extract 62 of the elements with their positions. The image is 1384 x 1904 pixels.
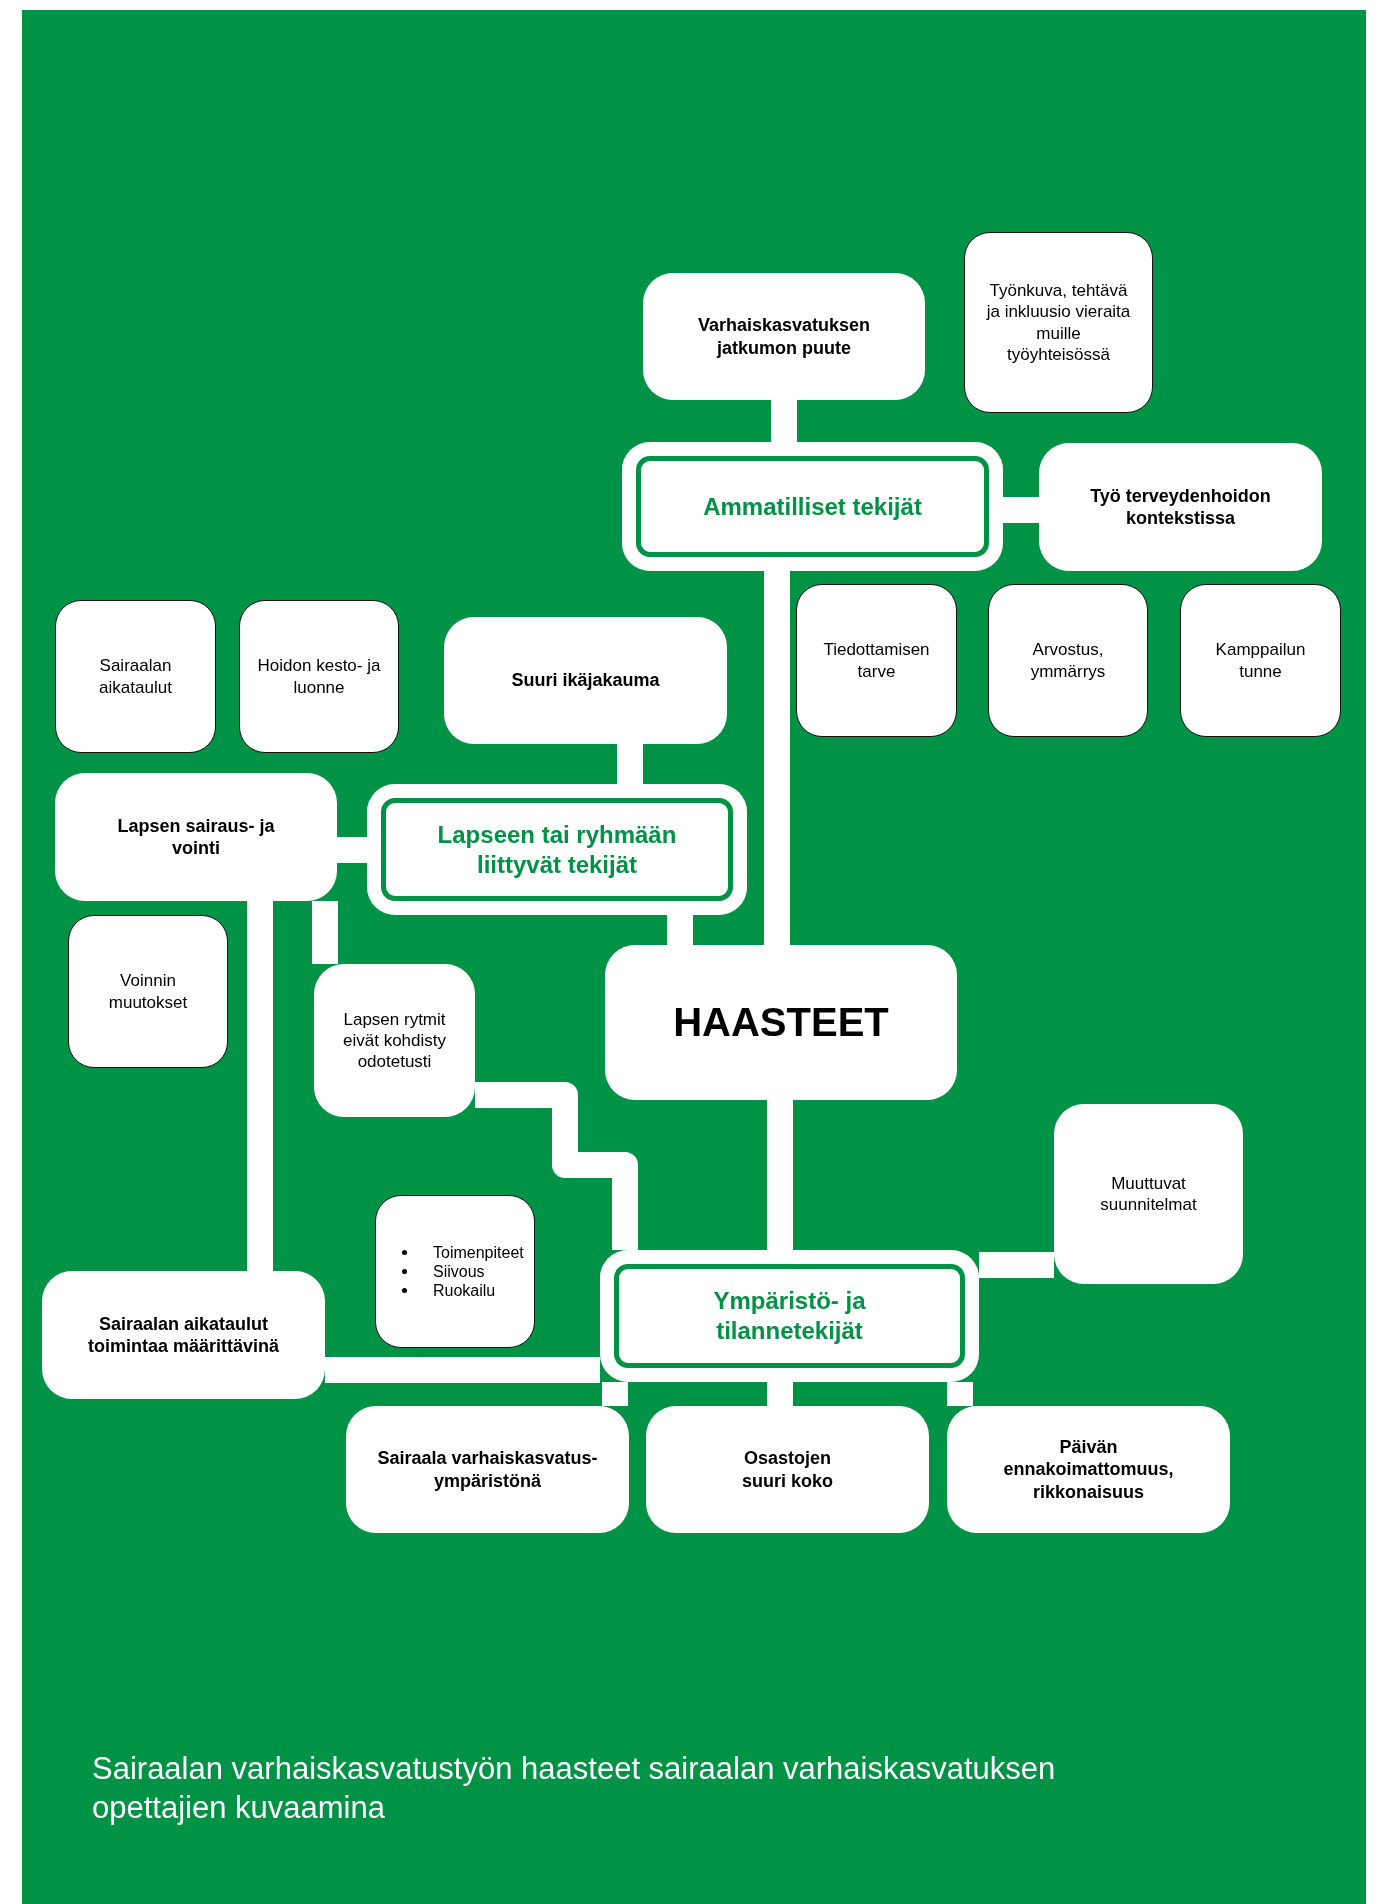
list-item: Siivous bbox=[433, 1261, 485, 1282]
node-text: Osastojen suuri koko bbox=[741, 1447, 834, 1492]
caption: Sairaalan varhaiskasvatustyön haasteet sairaalan varhaiskasvatuksen opettajien kuvaamina bbox=[92, 1750, 1057, 1827]
category-box bbox=[600, 1250, 979, 1382]
node-text: Työnkuva, tehtävä ja inkluusio vieraita muille työyhteisössä bbox=[985, 280, 1132, 365]
topic-box bbox=[646, 1406, 929, 1533]
node-text: Sairaala varhaiskasvatus-ympäristönä bbox=[376, 1447, 599, 1492]
outlined-box bbox=[1180, 584, 1341, 737]
connector-band bbox=[617, 744, 643, 784]
node-text: Varhaiskasvatuksen jatkumon puute bbox=[696, 314, 872, 359]
outlined-box bbox=[55, 600, 216, 753]
topic-box bbox=[1039, 443, 1322, 571]
connector-band bbox=[1003, 497, 1039, 523]
connector-band bbox=[475, 1082, 638, 1250]
topic-box bbox=[42, 1271, 325, 1399]
central-topic-box bbox=[605, 945, 957, 1100]
list-item: Ruokailu bbox=[433, 1281, 496, 1301]
node-text: Muuttuvat suunnitelmat bbox=[1099, 1172, 1198, 1216]
topic-box bbox=[444, 617, 727, 744]
topic-box bbox=[947, 1406, 1230, 1533]
outlined-box bbox=[988, 584, 1148, 737]
heading-text: HAASTEET bbox=[673, 1000, 889, 1045]
category-box bbox=[622, 442, 1003, 571]
node-text: Lapseen tai ryhmään liittyvät tekijät bbox=[436, 819, 678, 880]
node-text: Voinnin muutokset bbox=[107, 970, 189, 1013]
connector-band bbox=[767, 1100, 793, 1250]
category-box bbox=[367, 784, 747, 915]
connector-band bbox=[247, 901, 273, 1271]
topic-box bbox=[55, 773, 337, 901]
connector-band bbox=[947, 1382, 973, 1406]
connector-band bbox=[312, 901, 338, 964]
list-item: Toimenpiteet bbox=[433, 1242, 524, 1262]
node-text: Ympäristö- ja tilannetekijät bbox=[712, 1286, 867, 1346]
node-text: Hoidon kesto- ja luonne bbox=[256, 655, 382, 698]
node-text: Päivän ennakoimattomuus, rikkonaisuus bbox=[1002, 1435, 1175, 1504]
outlined-box bbox=[964, 232, 1153, 413]
outlined-box bbox=[68, 915, 228, 1068]
node-text: Ammatilliset tekijät bbox=[703, 491, 922, 522]
node-text: Sairaalan aikataulut toimintaa määrittävinä bbox=[86, 1312, 281, 1358]
connector-band bbox=[325, 1357, 600, 1383]
connector-band bbox=[767, 1382, 793, 1406]
node-text: Sairaalan aikataulut bbox=[98, 655, 173, 698]
topic-box bbox=[314, 964, 475, 1117]
node-text: Lapsen sairaus- ja vointi bbox=[116, 814, 276, 860]
node-text: Arvostus, ymmärrys bbox=[1029, 639, 1107, 682]
connector-band bbox=[337, 837, 367, 863]
node-text: Suuri ikäjakauma bbox=[511, 669, 660, 692]
node-text: Kamppailun tunne bbox=[1214, 639, 1307, 682]
node-text: Työ terveydenhoidon kontekstissa bbox=[1089, 484, 1272, 530]
node-text: Tiedottamisen tarve bbox=[822, 639, 931, 682]
connector-band bbox=[667, 915, 693, 945]
outlined-box bbox=[796, 584, 957, 737]
node-text: Lapsen rytmit eivät kohdisty odotetusti bbox=[342, 1008, 447, 1073]
list-box bbox=[375, 1195, 535, 1348]
connector-band bbox=[979, 1252, 1054, 1278]
outlined-box bbox=[239, 600, 399, 753]
connector-band bbox=[602, 1382, 628, 1406]
connector-band bbox=[771, 400, 797, 442]
topic-box bbox=[1054, 1104, 1243, 1284]
topic-box bbox=[346, 1406, 629, 1533]
connector-band bbox=[764, 571, 790, 945]
topic-box bbox=[643, 273, 925, 400]
